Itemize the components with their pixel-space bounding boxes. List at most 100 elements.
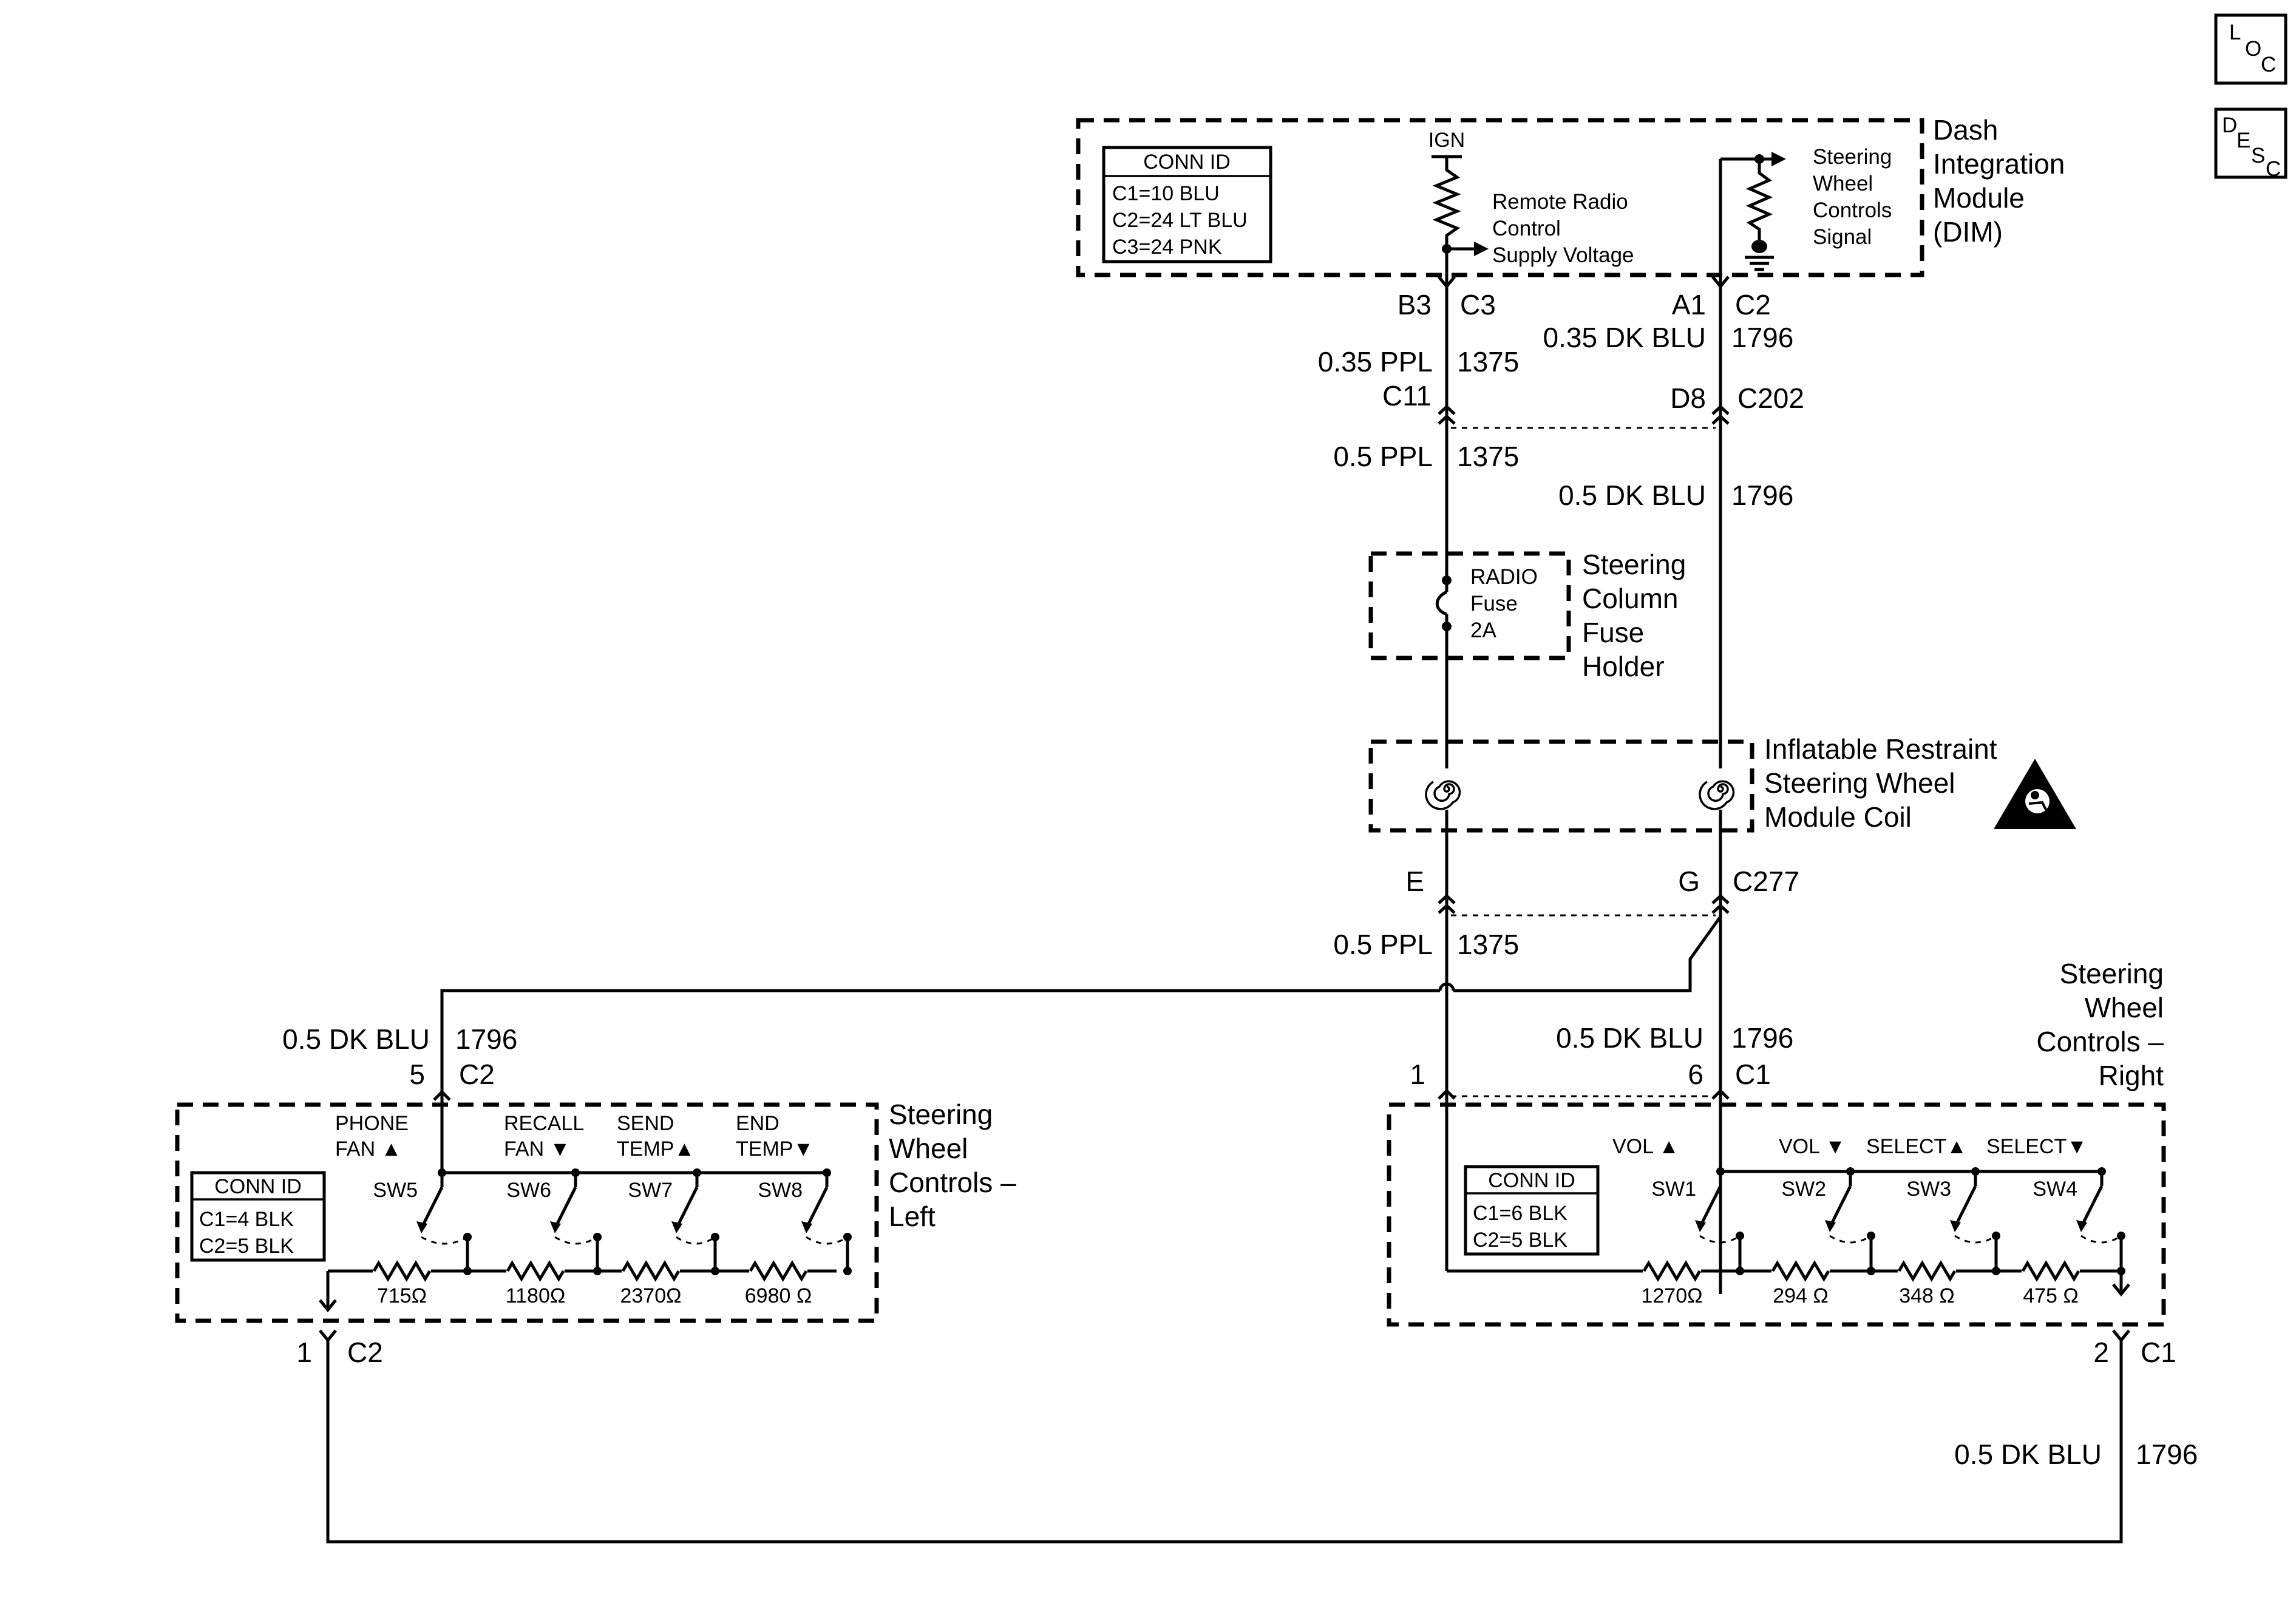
connector-c2: C2 [1735,289,1771,320]
right-resistor-value-2: 294 Ω [1773,1284,1829,1307]
pin-a1: A1 [1672,289,1706,320]
connector-right-c1-bottom: C1 [2141,1337,2176,1368]
left-switch-sw6[interactable] [553,1186,577,1230]
wire-bottom-circuit: 1796 [2136,1439,2198,1470]
connector-c277: C277 [1733,866,1799,897]
fuse-holder-title-3: Fuse [1582,617,1644,648]
right-switch-sw3[interactable] [1953,1185,1977,1229]
pin-right-2: 2 [2093,1337,2109,1368]
wire-1375-circuit-middle: 1375 [1457,441,1519,472]
left-resistor-2 [506,1260,565,1282]
right-conn-id-table: CONN ID C1=6 BLK C2=5 BLK [1464,1165,1600,1256]
left-switch-label-3-a: SEND [617,1112,674,1135]
left-conn-id-table: CONN ID C1=4 BLK C2=5 BLK [190,1171,326,1262]
location-button[interactable]: L O C [2214,13,2288,85]
left-switch-sw5[interactable] [419,1186,444,1230]
supply-label-line-1: Remote Radio [1492,190,1628,214]
coil-spiral-icon-left [1425,768,1467,810]
wire-1796-circuit-middle: 1796 [1731,480,1793,511]
fuse-holder-title-4: Holder [1582,651,1665,682]
circuit-1796-splice-wire [1453,915,1722,992]
ign-pullup-resistor [1432,157,1461,267]
coil-title-1: Inflatable Restraint [1764,733,1997,765]
svg-text:C2=5 BLK: C2=5 BLK [1473,1229,1567,1252]
dim-conn-id-table: CONN ID C1=10 BLU C2=24 LT BLU C3=24 PNK [1102,146,1272,263]
right-controls-title-2: Wheel [2085,992,2164,1023]
description-letter-s: S [2251,144,2265,168]
right-switch-label-3: SELECT▲ [1866,1135,1967,1158]
left-switch-name-1: SW5 [373,1179,418,1202]
wire-left-gauge: 0.5 DK BLU [282,1023,430,1055]
left-switch-name-3: SW7 [628,1179,673,1202]
right-switch-name-1: SW1 [1651,1178,1696,1201]
ground-icon [1751,240,1767,253]
signal-pulldown-resistor [1745,159,1773,248]
left-switch-label-3-b: TEMP▲ [617,1137,695,1161]
description-letter-c: C [2266,157,2281,181]
right-resistor-2 [1771,1260,1830,1282]
fuse-holder-title-1: Steering [1582,549,1686,580]
fuse-holder-title-2: Column [1582,583,1679,614]
left-controls-title-2: Wheel [889,1133,968,1164]
left-resistor-value-1: 715Ω [377,1284,427,1307]
left-switch-name-2: SW6 [506,1179,551,1202]
coil-title-2: Steering Wheel [1764,767,1955,799]
svg-text:C1=10 BLU: C1=10 BLU [1112,182,1220,205]
left-controls-title-4: Left [889,1201,936,1232]
connector-c11: C11 [1382,380,1432,412]
left-switch-label-2-a: RECALL [504,1112,584,1135]
left-resistor-3 [621,1260,681,1282]
left-switch-label-4-a: END [736,1112,779,1135]
wire-1375-gauge-middle: 0.5 PPL [1333,441,1433,472]
bottom-return-wire [326,1340,2123,1544]
right-switch-sw1[interactable] [1698,1185,1722,1229]
signal-label-line-2: Wheel [1813,172,1873,195]
coil-title-3: Module Coil [1764,801,1912,833]
connector-left-c2: C2 [459,1059,495,1090]
supply-label-line-3: Supply Voltage [1492,243,1634,267]
fuse-label-radio: RADIO [1470,565,1538,589]
wire-1796-circuit-lower: 1796 [1731,1022,1793,1054]
left-switch-sw7[interactable] [674,1186,699,1230]
left-switch-label-4-b: TEMP▼ [736,1137,813,1161]
right-switch-name-4: SW4 [2033,1178,2077,1201]
description-letter-e: E [2237,129,2250,152]
pin-right-1: 1 [1410,1059,1425,1090]
pin-d8: D8 [1670,382,1706,414]
right-switch-sw4[interactable] [2079,1185,2104,1229]
right-resistor-value-3: 348 Ω [1899,1284,1955,1307]
dim-module-box [1076,118,1924,277]
pin-left-1: 1 [296,1337,312,1368]
wire-1796-gauge-middle: 0.5 DK BLU [1558,480,1706,511]
right-resistor-value-4: 475 Ω [2023,1284,2079,1307]
signal-label-line-4: Signal [1813,225,1872,249]
right-controls-title-1: Steering [2060,958,2164,989]
left-switch-sw8[interactable] [804,1186,829,1230]
right-resistor-1 [1642,1260,1702,1282]
wire-1796-gauge-upper: 0.35 DK BLU [1543,322,1706,353]
svg-text:C2=24 LT BLU: C2=24 LT BLU [1112,209,1248,232]
coil-module-box [1368,739,1754,833]
svg-text:C1=4 BLK: C1=4 BLK [199,1208,294,1231]
description-button[interactable]: D E S C [2214,107,2288,181]
right-resistor-4 [2021,1260,2080,1282]
svg-text:C1=6 BLK: C1=6 BLK [1473,1202,1567,1225]
wire-1375-gauge-lower: 0.5 PPL [1333,929,1433,960]
pin-e: E [1405,866,1424,897]
right-controls-title-3: Controls – [2036,1026,2164,1057]
left-controls-title-3: Controls – [889,1167,1016,1198]
wire-1375-circuit-lower: 1375 [1457,929,1519,960]
dim-title-line-4: (DIM) [1933,216,2003,248]
pin-b3: B3 [1398,289,1432,320]
location-letter-o: O [2245,37,2261,61]
right-switch-sw2[interactable] [1828,1185,1852,1229]
pin-right-6: 6 [1688,1059,1703,1090]
coil-spiral-icon-right [1699,768,1741,810]
pin-left-5: 5 [409,1059,425,1090]
ign-label: IGN [1428,129,1465,152]
left-resistor-value-3: 2370Ω [620,1284,681,1307]
wire-1796-circuit-upper: 1796 [1731,322,1793,353]
connector-c3: C3 [1460,289,1496,320]
